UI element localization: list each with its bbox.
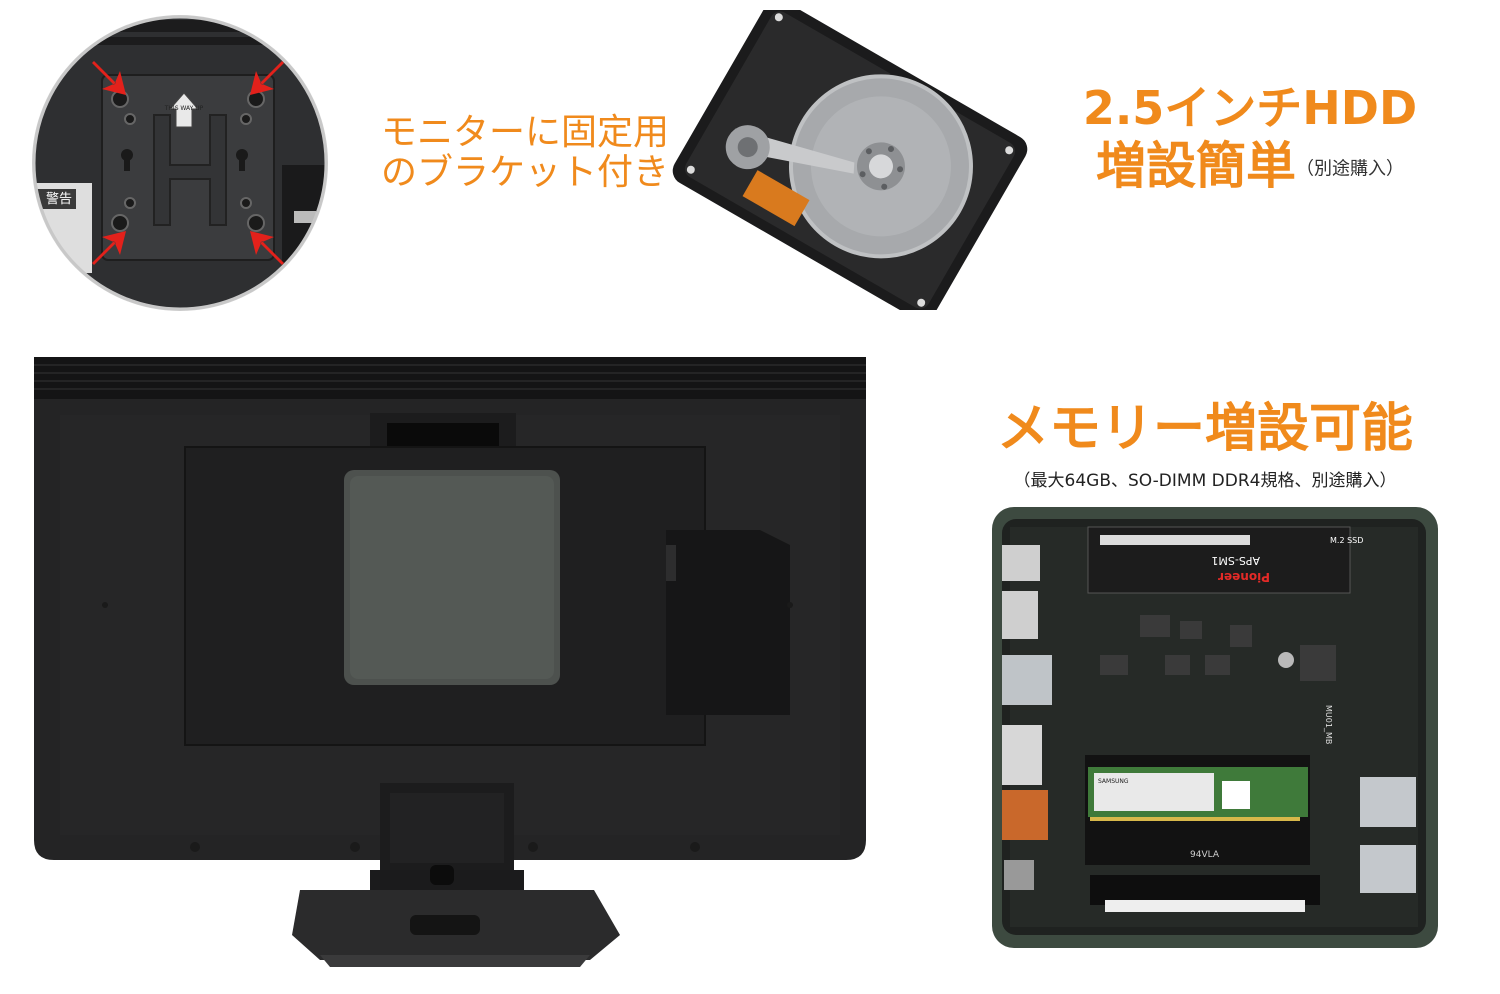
mini-pc-board-image: Pioneer APS-SM1 M.2 SSD MU01_MB SAMSUNG … [990, 505, 1440, 950]
hdd-caption: 2.5インチHDD 増設簡単（別途購入） [1020, 80, 1480, 200]
ssd-form: M.2 SSD [1330, 536, 1363, 545]
ram-brand: SAMSUNG [1098, 778, 1129, 785]
this-way-up-sticker: THIS WAY UP [164, 105, 204, 112]
ram-slot-mark: 94VLA [1190, 850, 1220, 860]
ssd-model: APS-SM1 [1211, 554, 1260, 567]
memory-caption-note: （最大64GB、SO-DIMM DDR4規格、別途購入） [1013, 471, 1397, 491]
bracket-closeup-image: 警告 THIS WAY UP [32, 15, 328, 311]
ssd-brand: Pioneer [1218, 570, 1270, 584]
bracket-caption-line1: モニターに固定用 [380, 112, 669, 153]
warning-label: 警告 [46, 191, 72, 207]
memory-caption-line1: メモリー増設可能 [996, 399, 1413, 459]
bracket-caption: モニターに固定用 のブラケット付き [360, 113, 690, 193]
bracket-caption-line2: のブラケット付き [380, 152, 669, 193]
hdd-caption-line1: 2.5インチHDD [1082, 81, 1418, 135]
hdd-caption-main: 増設簡単 [1096, 137, 1296, 195]
memory-caption: メモリー増設可能 （最大64GB、SO-DIMM DDR4規格、別途購入） [980, 398, 1430, 491]
hdd-image [665, 0, 1035, 321]
hdd-caption-note: （別途購入） [1296, 158, 1404, 180]
monitor-rear-image [30, 355, 870, 975]
board-label: MU01_MB [1324, 705, 1333, 744]
hdd-caption-line2: 増設簡単（別途購入） [1020, 136, 1480, 200]
